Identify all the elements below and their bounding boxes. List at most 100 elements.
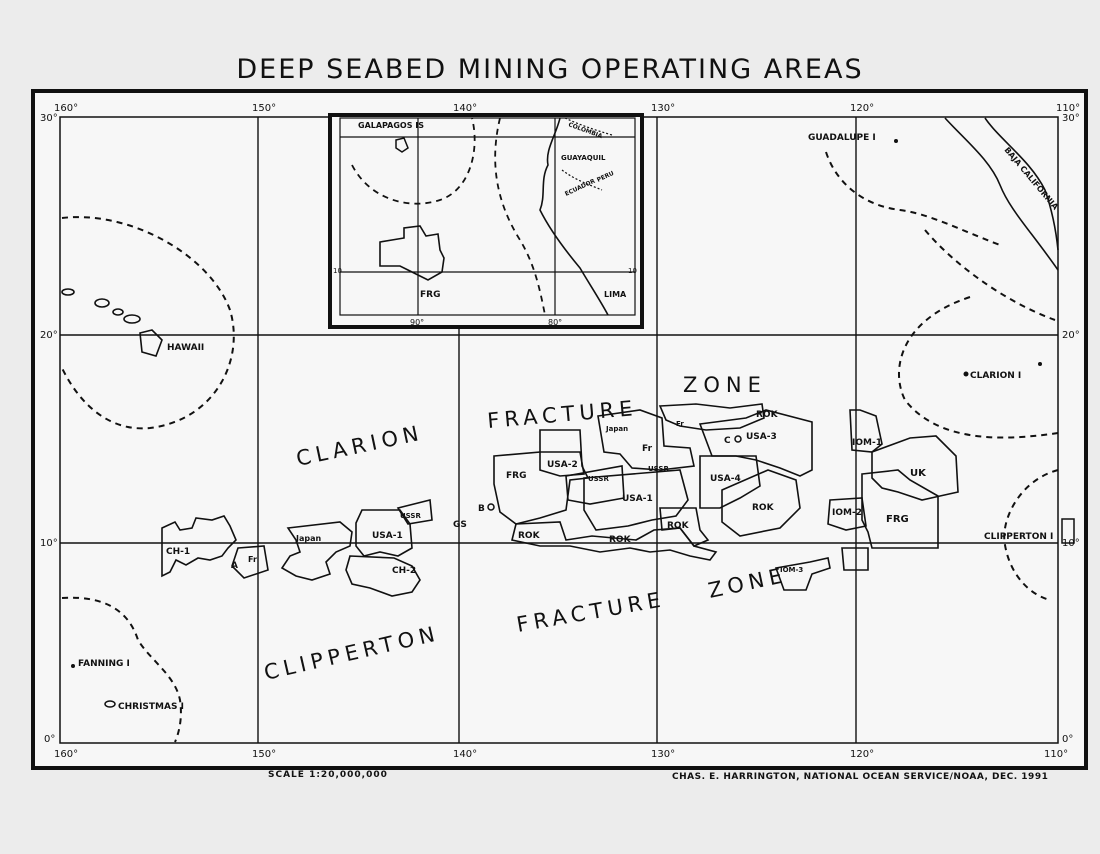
area-label-ch-1: CH-1 (166, 547, 190, 557)
inset-frame (328, 113, 644, 329)
clarion-eez (898, 296, 1059, 439)
area-south-iom (841, 547, 869, 571)
clipperton-eez (1003, 469, 1059, 601)
area-iom-3 (774, 557, 831, 591)
lat-label-left-30: 30° (40, 113, 58, 124)
inset-inner-frame (339, 117, 636, 316)
area-label-ussr-west: USSR (400, 512, 421, 520)
area-label-a: A (231, 561, 238, 571)
inset-label-lat-10-right: 10 (628, 267, 637, 275)
label-hawaii: HAWAII (167, 343, 204, 353)
area-label-ussr-east: USSR (648, 465, 669, 473)
lon-label-bottom-120: 120° (850, 749, 874, 760)
lon-label-top-120: 120° (850, 103, 874, 114)
hawaii-islands (61, 288, 163, 357)
coast-eez (924, 229, 1056, 321)
area-iom-2 (827, 497, 867, 531)
area-ch-1 (161, 515, 237, 578)
inset-label-guayaquil: GUAYAQUIL (561, 154, 606, 162)
area-label-fr-central: Fr (642, 444, 653, 454)
area-rok-east (658, 403, 765, 431)
label-fanning: FANNING I (78, 659, 130, 669)
inset-galapagos-islands (395, 137, 409, 153)
mining-area-labels: CH-1 A Fr Japan USA-1 USSR CH-2 GS B FRG… (166, 410, 927, 576)
area-a-fr (231, 545, 269, 579)
area-rok-central (511, 521, 718, 561)
mining-area-outlines (161, 403, 959, 597)
label-clarion-island: CLARION I (970, 371, 1021, 381)
inset-label-lima: LIMA (604, 290, 627, 299)
area-ussr-west (396, 498, 433, 525)
fanning-dot (71, 664, 75, 668)
map-scale: SCALE 1:20,000,000 (268, 770, 388, 780)
area-marker-b (487, 503, 495, 511)
lon-label-bottom-140: 140° (453, 749, 477, 760)
area-rok-south (659, 507, 710, 547)
map-title: DEEP SEABED MINING OPERATING AREAS (236, 54, 864, 85)
inset-south-america-coast (539, 117, 609, 316)
inset-andes-border (561, 117, 613, 191)
label-christmas: CHRISTMAS I (118, 702, 184, 712)
clarion-dot (963, 371, 969, 377)
area-label-usa-1-west: USA-1 (372, 531, 403, 541)
area-label-frg-east: FRG (886, 514, 909, 525)
guadalupe-eez (825, 151, 1001, 246)
christmas-island (104, 700, 116, 708)
inset-label-galapagos: GALAPAGOS IS (358, 121, 424, 130)
area-label-japan-central: Japan (605, 425, 628, 433)
lat-label-left-20: 20° (40, 330, 58, 341)
area-ch-2 (345, 555, 421, 597)
label-clipperton-island: CLIPPERTON I (984, 532, 1053, 542)
area-label-fr-west: Fr (248, 555, 257, 564)
guadalupe-dot (894, 139, 898, 143)
hawaii-eez (61, 216, 235, 430)
area-label-usa-3: USA-3 (746, 432, 777, 442)
area-usa-1-central (583, 469, 689, 531)
area-usa-4 (699, 455, 761, 509)
area-label-b: B (478, 504, 485, 514)
area-marker-c (734, 435, 742, 443)
clarion-dot-2 (1038, 362, 1042, 366)
area-label-rok-2: ROK (609, 535, 632, 545)
inset-galapagos-eez (351, 117, 476, 205)
lon-label-top-130: 130° (651, 103, 675, 114)
lon-label-bottom-110: 110° (1044, 749, 1068, 760)
area-label-usa-2: USA-2 (547, 460, 578, 470)
area-label-rok-4: ROK (756, 410, 779, 420)
lat-label-right-0: 0° (1062, 734, 1073, 745)
fanning-eez (61, 596, 182, 743)
area-label-japan-west: Japan (295, 534, 322, 543)
area-label-ussr-central: USSR (588, 475, 609, 483)
baja-california-coast (944, 117, 1059, 271)
lon-label-bottom-130: 130° (651, 749, 675, 760)
area-japan-fr (597, 409, 695, 471)
area-iom-1 (849, 409, 883, 453)
clipperton-marker (1061, 518, 1075, 544)
area-frg-east (861, 469, 939, 549)
area-label-ch-2: CH-2 (392, 566, 416, 576)
inset-coast-eez (494, 117, 546, 316)
lon-label-top-110: 110° (1056, 103, 1080, 114)
area-label-rok-5: ROK (752, 503, 775, 513)
area-label-iom-1: IOM-1 (852, 438, 882, 448)
area-label-iom-3: IOM-3 (780, 566, 803, 574)
area-label-usa-1-central: USA-1 (622, 494, 653, 504)
eez-boundaries (61, 151, 1059, 743)
area-label-usa-4: USA-4 (710, 474, 741, 484)
lat-label-left-0: 0° (44, 734, 55, 745)
area-label-rok-3: ROK (667, 521, 690, 531)
label-guadalupe: GUADALUPE I (808, 133, 876, 143)
area-ussr-central (565, 465, 625, 505)
inset-label-lat-10-left: 10 (333, 267, 342, 275)
area-uk (871, 435, 959, 501)
area-label-frg-central: FRG (506, 471, 526, 481)
lon-label-bottom-150: 150° (252, 749, 276, 760)
lon-label-top-140: 140° (453, 103, 477, 114)
lon-label-bottom-160: 160° (54, 749, 78, 760)
inset-map: GALAPAGOS IS COLOMBIA GUAYAQUIL ECUADOR … (328, 113, 644, 329)
map-credit: CHAS. E. HARRINGTON, NATIONAL OCEAN SERV… (672, 772, 1049, 782)
inset-frg-area (379, 225, 445, 281)
inset-label-frg: FRG (420, 290, 440, 300)
area-label-iom-2: IOM-2 (832, 508, 862, 518)
